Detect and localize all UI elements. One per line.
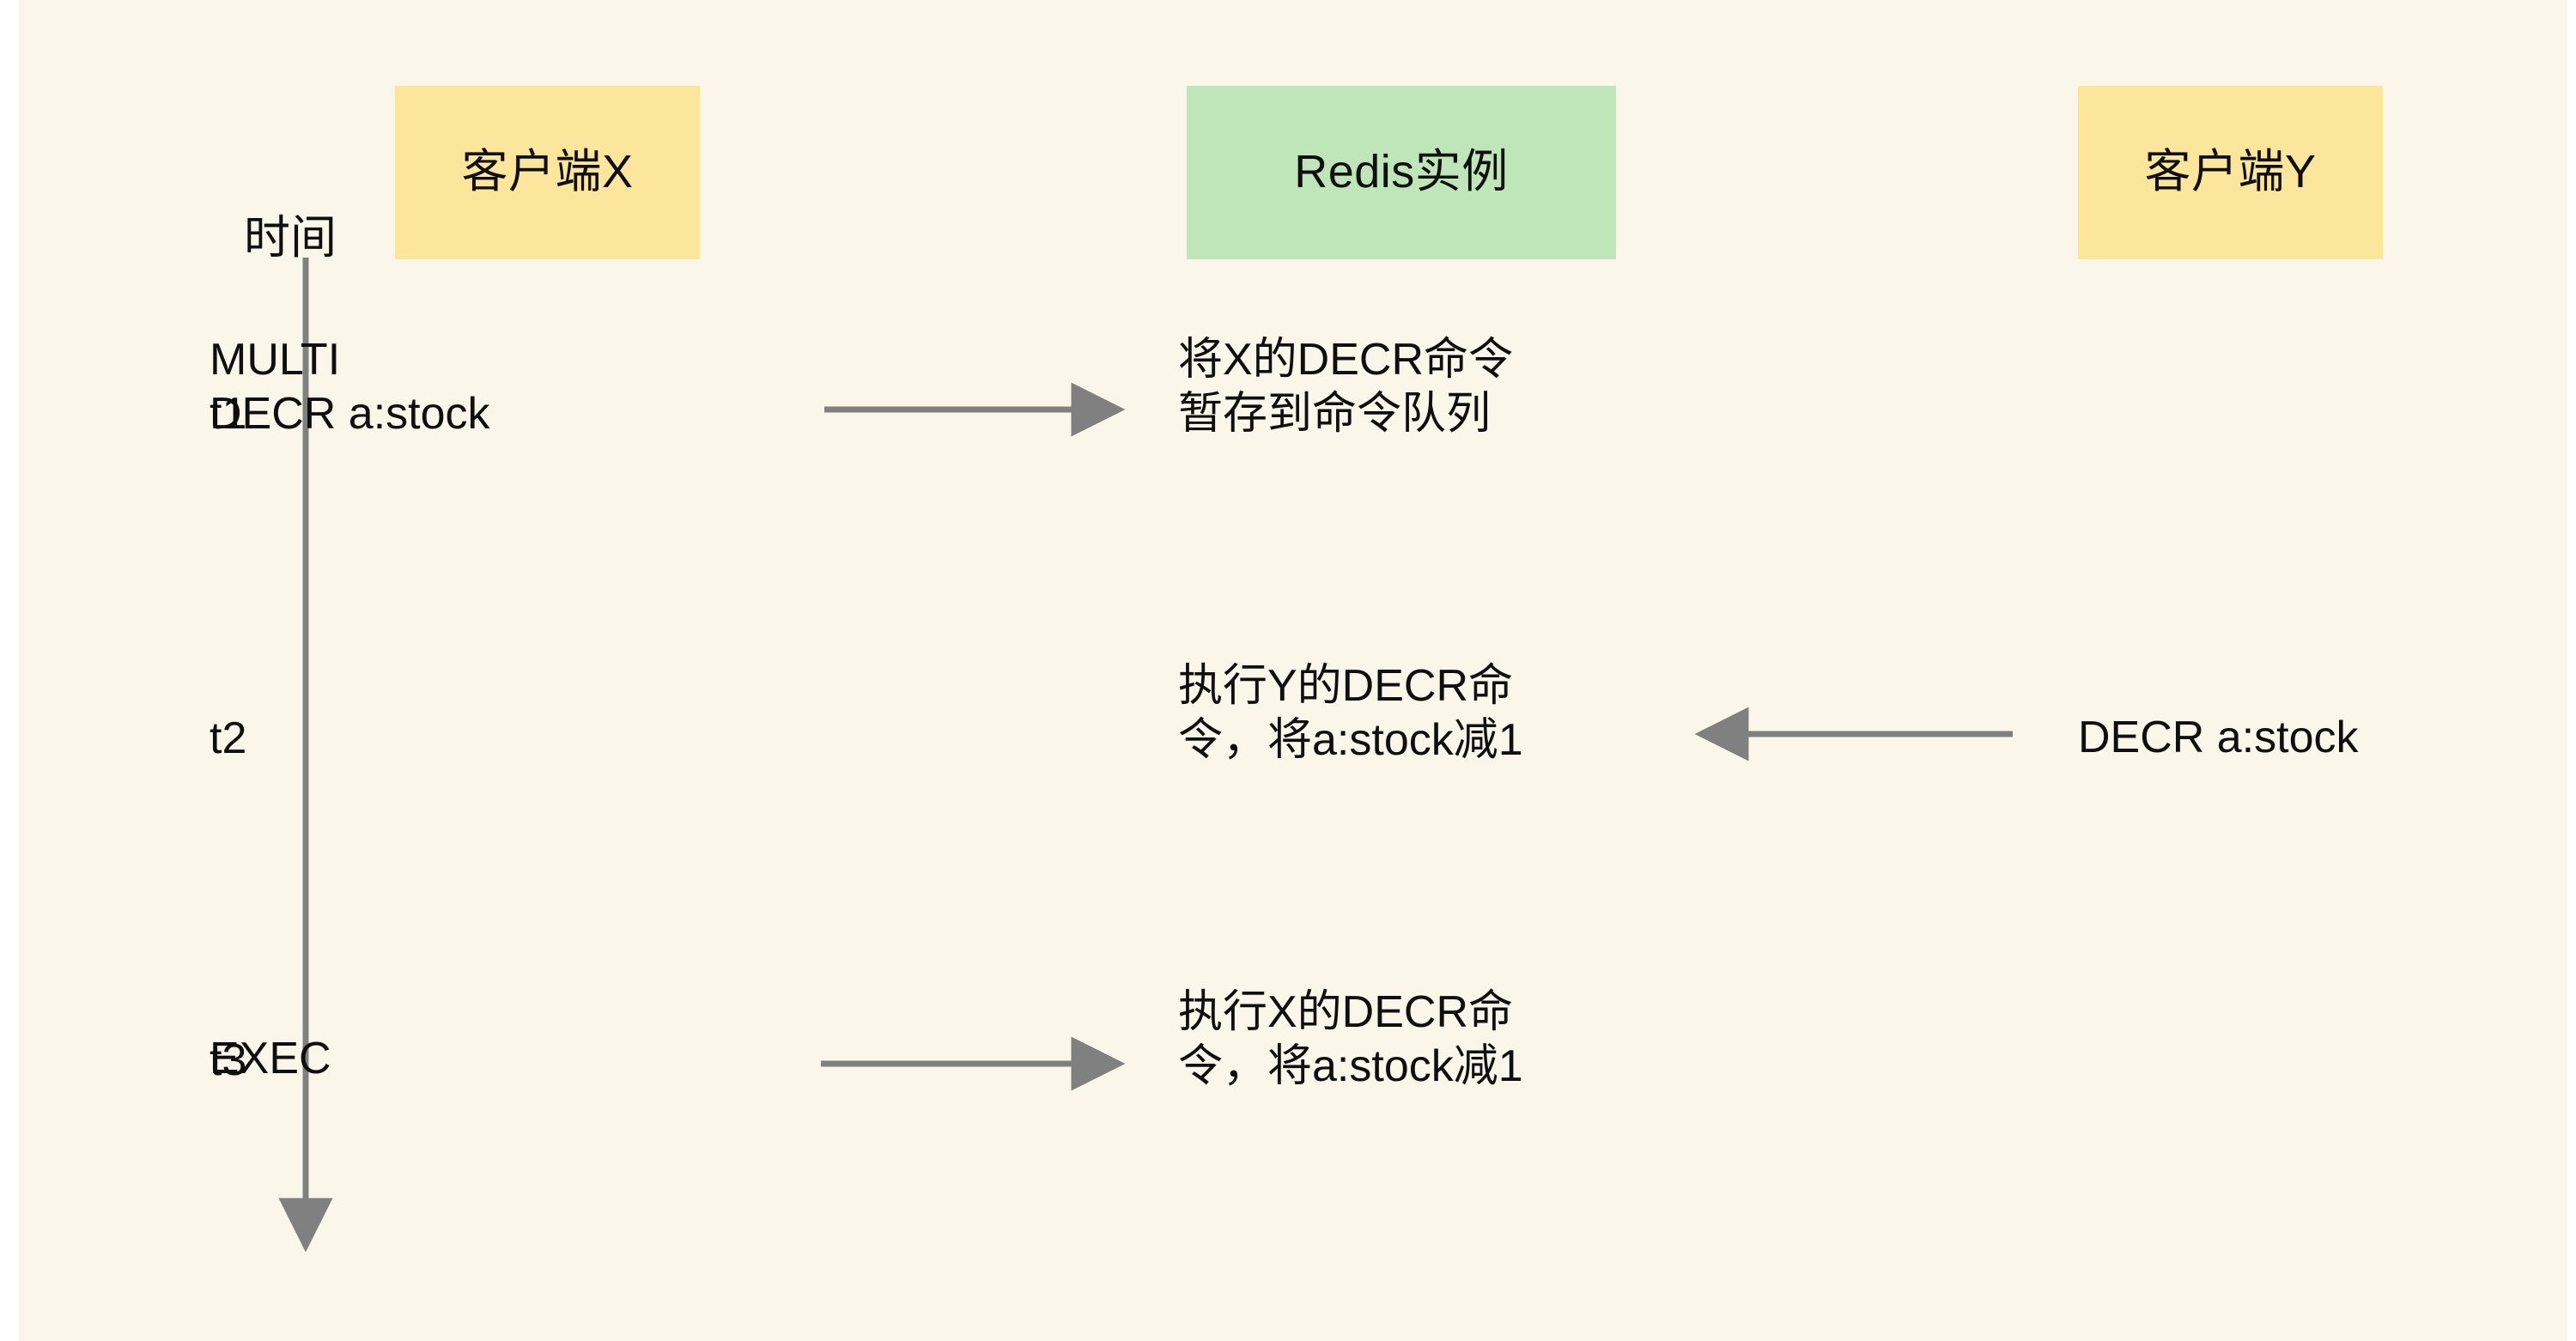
message-redis-t3: 执行X的DECR命 令，将a:stock减1	[1178, 987, 1523, 1092]
timeline-tick-t3: t3	[210, 1035, 247, 1085]
lane-header-redis: Redis实例	[1187, 86, 1616, 259]
diagram-canvas: 客户端X Redis实例 客户端Y 时间 t1 t2 t3 MULTI DECR…	[19, 0, 2567, 1341]
timeline-axis-label: 时间	[244, 212, 337, 264]
lane-label-redis: Redis实例	[1294, 146, 1509, 198]
lane-label-client-x: 客户端X	[461, 146, 634, 198]
message-client-x-t1: MULTI DECR a:stock	[210, 335, 490, 440]
timeline-tick-t2: t2	[210, 713, 247, 763]
message-client-y-t2: DECR a:stock	[2078, 713, 2359, 762]
lane-header-client-y: 客户端Y	[2078, 86, 2383, 259]
lane-header-client-x: 客户端X	[395, 86, 700, 259]
message-client-x-t3: EXEC	[210, 1034, 331, 1083]
message-redis-t1: 将X的DECR命令 暂存到命令队列	[1178, 335, 1514, 440]
timeline-tick-t1: t1	[210, 389, 247, 439]
message-redis-t2: 执行Y的DECR命 令，将a:stock减1	[1178, 661, 1523, 766]
lane-label-client-y: 客户端Y	[2144, 146, 2317, 198]
